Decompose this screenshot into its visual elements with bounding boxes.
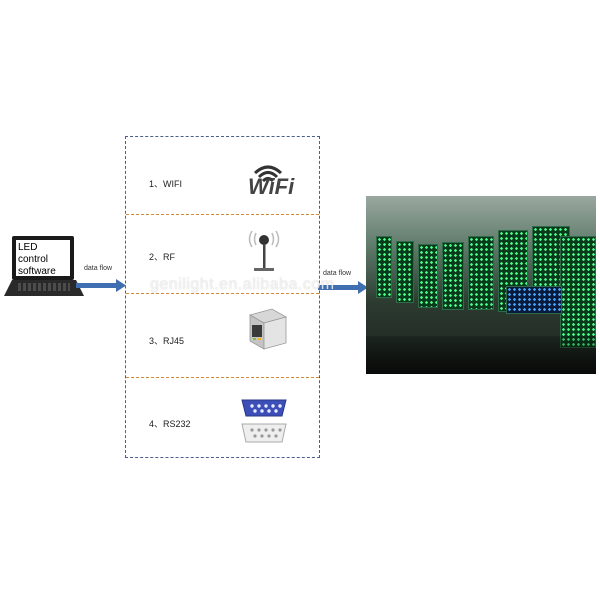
led-panel (468, 236, 494, 310)
rj45-port-icon (248, 308, 288, 350)
communication-methods-panel: 1、WIFI 2、RF 3、RJ45 4、RS232 WiFi (125, 136, 320, 458)
antenna-icon (248, 230, 280, 271)
row-divider (126, 293, 319, 294)
laptop-keyboard (18, 283, 70, 291)
wifi-logo-text: WiFi (248, 174, 295, 199)
led-panel (442, 242, 464, 310)
watermark: genilight.en.alibaba.com (150, 276, 335, 293)
method-label-rf: 2、RF (149, 252, 176, 262)
right-data-flow-arrow (318, 281, 368, 294)
left-data-flow-label: data flow (84, 265, 113, 272)
led-panel (376, 236, 392, 298)
led-control-software-label: LED control software (18, 242, 56, 277)
row-divider (126, 377, 319, 378)
method-label-rs232: 4、RS232 (149, 419, 191, 429)
row-divider (126, 214, 319, 215)
laptop: LED control software (4, 236, 84, 310)
led-display-photo (366, 196, 596, 374)
led-panel (418, 244, 438, 308)
serial-connector-icon (240, 396, 288, 448)
laptop-screen: LED control software (12, 236, 74, 280)
wifi-icon: WiFi (243, 157, 295, 201)
led-panel-blue (506, 286, 562, 314)
led-panel-large (560, 236, 596, 348)
led-panel (396, 241, 414, 303)
method-label-rj45: 3、RJ45 (149, 336, 185, 346)
right-data-flow-label: data flow (323, 270, 352, 277)
method-label-wifi: 1、WIFI (149, 179, 182, 189)
left-data-flow-arrow (76, 279, 126, 292)
floor (366, 336, 596, 374)
